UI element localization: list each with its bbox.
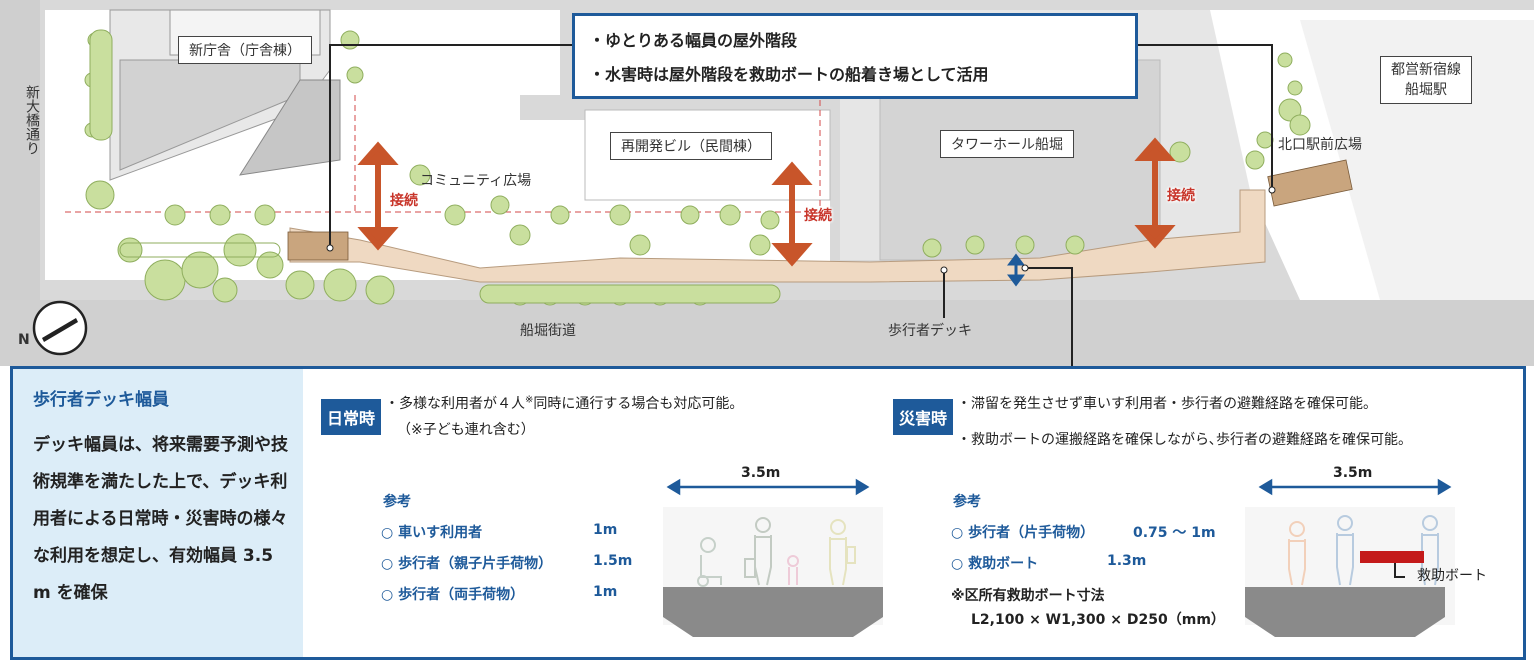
- callout-line-1: ・ゆとりある幅員の屋外階段: [589, 31, 798, 50]
- deck-label: 歩行者デッキ: [888, 323, 972, 339]
- callout-line-2: ・水害時は屋外階段を救助ボートの船着き場として活用: [589, 65, 989, 84]
- normal-line-1b: 同時に通行する場合も対応可能。: [533, 396, 744, 412]
- building-label-station: 都営新宿線 船堀駅: [1380, 56, 1472, 104]
- normal-ref-value-1: 1.5m: [593, 553, 633, 569]
- disaster-ref-value-1: 1.3m: [1107, 553, 1147, 569]
- connect-label-2: 接続: [804, 208, 832, 224]
- deck-width-panel: 歩行者デッキ幅員 デッキ幅員は、将来需要予測や技術規準を満たした上で、デッキ利用…: [10, 366, 1526, 660]
- building-label-new-office: 新庁舎（庁舎棟）: [178, 36, 312, 64]
- normal-ref-value-2: 1m: [593, 584, 618, 600]
- connect-label-1: 接続: [390, 193, 418, 209]
- disaster-line-1: ・滞留を発生させず車いす利用者・歩行者の避難経路を確保可能。: [957, 396, 1377, 412]
- normal-section-drawing: [663, 478, 883, 637]
- panel-body: デッキ幅員は、将来需要予測や技術規準を満たした上で、デッキ利用者による日常時・災…: [33, 435, 288, 603]
- panel-title: 歩行者デッキ幅員: [33, 390, 169, 410]
- normal-ref-title: 参考: [383, 494, 411, 510]
- area-label-north-exit: 北口駅前広場: [1278, 137, 1362, 153]
- area-label-community: コミュニティ広場: [420, 173, 532, 189]
- stairs-callout: ・ゆとりある幅員の屋外階段 ・水害時は屋外階段を救助ボートの船着き場として活用: [572, 13, 1138, 99]
- disaster-width-label: 3.5m: [1333, 465, 1373, 481]
- normal-sup: ※: [525, 394, 534, 406]
- parent-with-child-icon: [744, 517, 799, 586]
- normal-line-2: （※子ども連れ含む）: [397, 422, 535, 438]
- connect-label-3: 接続: [1167, 188, 1195, 204]
- normal-ref-name-0: ○ 車いす利用者: [381, 525, 483, 541]
- boat-label: 救助ボート: [1417, 568, 1487, 584]
- pedestrian-with-bags-icon: [829, 519, 856, 586]
- road-label-vertical: 新大橋通り: [24, 85, 40, 155]
- boat-size-note-2: L2,100 × W1,300 × D250（mm）: [971, 612, 1225, 628]
- wheelchair-user-icon: [697, 537, 722, 587]
- disaster-section-drawing: [1245, 478, 1455, 637]
- building-label-redev: 再開発ビル（民間棟）: [610, 132, 772, 160]
- disaster-ref-title: 参考: [953, 494, 981, 510]
- pedestrian-icon-3: [1421, 515, 1439, 586]
- road-label-bottom: 船堀街道: [520, 323, 576, 339]
- building-label-tower: タワーホール船堀: [940, 130, 1074, 158]
- disaster-ref-value-0: 0.75 ～ 1m: [1133, 525, 1216, 541]
- disaster-tag: 災害時: [893, 399, 954, 435]
- pedestrian-icon-1: [1288, 521, 1306, 586]
- summary-column: 歩行者デッキ幅員 デッキ幅員は、将来需要予測や技術規準を満たした上で、デッキ利用…: [13, 369, 303, 657]
- normal-line-1a: ・多様な利用者が４人: [385, 396, 525, 412]
- normal-ref-name-1: ○ 歩行者（親子片手荷物）: [381, 556, 553, 572]
- disaster-line-2: ・救助ボートの運搬経路を確保しながら､歩行者の避難経路を確保可能。: [957, 432, 1412, 448]
- normal-line-1: ・多様な利用者が４人※同時に通行する場合も対応可能。: [385, 393, 743, 413]
- normal-ref-value-0: 1m: [593, 522, 618, 538]
- pedestrian-icon-2: [1336, 515, 1354, 586]
- disaster-ref-name-1: ○ 救助ボート: [951, 556, 1039, 572]
- disaster-ref-name-0: ○ 歩行者（片手荷物）: [951, 525, 1095, 541]
- north-label: N: [18, 332, 30, 348]
- site-map: 新大橋通り 船堀街道 新庁舎（庁舎棟） 再開発ビル（民間棟） タワーホール船堀 …: [0, 0, 1534, 366]
- rescue-boat-shape: [1360, 551, 1424, 563]
- normal-tag: 日常時: [321, 399, 382, 435]
- normal-ref-name-2: ○ 歩行者（両手荷物）: [381, 587, 525, 603]
- boat-size-note-1: ※区所有救助ボート寸法: [951, 588, 1105, 604]
- normal-width-label: 3.5m: [741, 465, 781, 481]
- north-arrow-icon: [32, 300, 88, 356]
